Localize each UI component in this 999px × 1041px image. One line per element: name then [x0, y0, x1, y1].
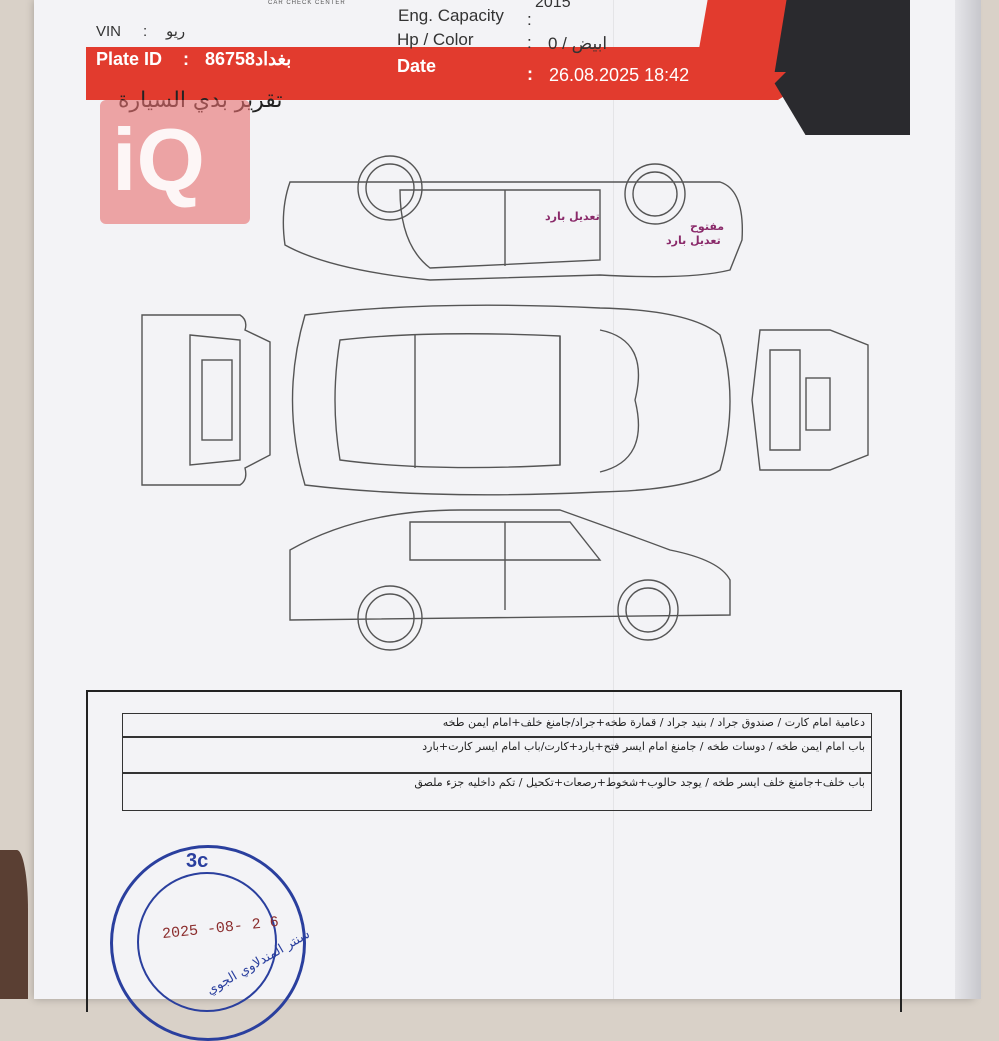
date-bar — [86, 72, 786, 100]
plate-label: Plate ID — [96, 49, 163, 69]
date-sep: : — [527, 64, 533, 84]
hp-color-sep: : — [527, 33, 532, 52]
vin-sep: : — [143, 23, 148, 40]
car-side-top — [282, 155, 744, 281]
header-dark-shape — [773, 0, 910, 135]
car-front-view — [751, 329, 869, 471]
damage-row: دعامية امام كارت / صندوق جراد / بنيد جرا… — [122, 713, 872, 737]
hp-color-label: Hp / Color — [397, 30, 474, 49]
center-name: CAR CHECK CENTER — [268, 0, 346, 6]
stamp-code: 3c — [186, 850, 209, 872]
plate-value: 86758بغداد — [205, 49, 292, 69]
date-label: Date — [397, 56, 437, 76]
eng-capacity-label: Eng. Capacity — [398, 6, 504, 25]
note-front: تعديل بارد — [666, 234, 721, 247]
paper-edge — [955, 0, 981, 999]
car-body-diagram — [141, 155, 869, 651]
damage-notes-box — [86, 690, 902, 1012]
plate-sep: : — [183, 49, 189, 69]
vin-label: VIN — [96, 23, 122, 40]
date-value: 26.08.2025 18:42 — [549, 65, 690, 85]
plate-bar — [86, 47, 736, 75]
paper-fold — [613, 0, 614, 999]
damage-row: باب امام ايمن طخه / دوسات طخه / جامنغ ام… — [122, 737, 872, 773]
hp-color-value: 0 / ابيض — [548, 34, 608, 53]
damage-row: باب خلف+جامنغ خلف ايسر طخه / يوجد حالوب+… — [122, 773, 872, 811]
car-top-view — [291, 304, 731, 496]
note-opened: مفتوح — [690, 220, 725, 233]
vin-value: ريو — [166, 23, 186, 40]
car-rear-view — [141, 314, 271, 486]
partial-top-value: 2015 — [535, 0, 571, 11]
holder-finger — [0, 850, 28, 999]
car-side-bottom — [289, 509, 731, 651]
iq-watermark-text: iQ — [112, 110, 205, 209]
note-rear-door: تعديل بارد — [545, 210, 600, 223]
eng-capacity-sep: : — [527, 10, 532, 29]
iq-watermark-logo: iQ — [100, 100, 250, 224]
